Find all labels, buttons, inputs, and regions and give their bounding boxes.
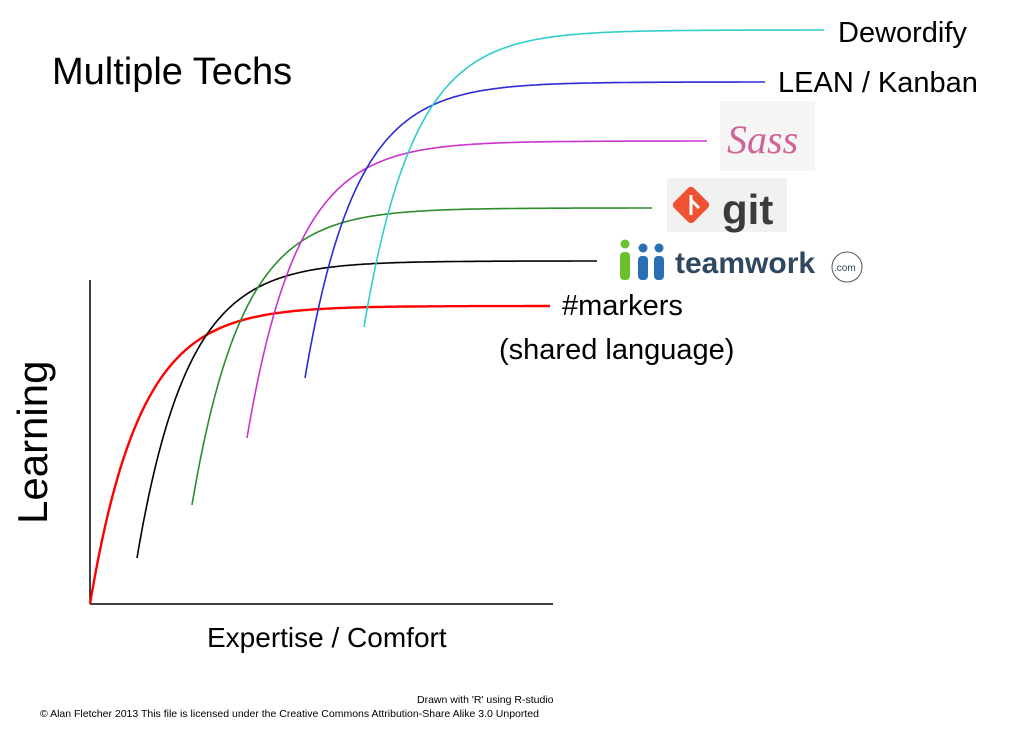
y-axis-label: Learning <box>9 361 56 524</box>
git-logo-text: git <box>722 186 773 233</box>
series-line-sass <box>246 140 707 439</box>
credit-tool: Drawn with 'R' using R-studio <box>417 694 554 706</box>
teamwork-logo: teamwork .com <box>620 239 863 283</box>
teamwork-logo-text: teamwork <box>675 247 815 280</box>
series-line-markers <box>88 304 550 605</box>
sass-logo: Sass <box>720 101 815 171</box>
chart-title: Multiple Techs <box>52 51 292 93</box>
series-line-dewordify <box>363 29 824 328</box>
series-labels: #markers (shared language) teamwork .com git… <box>499 17 978 366</box>
teamwork-person-head-icon <box>654 243 664 253</box>
teamwork-person-body-icon <box>638 256 648 280</box>
credit-license: © Alan Fletcher 2013 This file is licens… <box>40 708 539 720</box>
teamwork-dotcom-text: .com <box>834 263 856 274</box>
teamwork-person-head-icon <box>620 239 630 249</box>
series-label-dewordify: Dewordify <box>838 17 967 49</box>
teamwork-person-body-icon <box>620 252 630 280</box>
teamwork-person-head-icon <box>638 243 648 253</box>
series-label-markers-sub: (shared language) <box>499 334 734 366</box>
teamwork-person-body-icon <box>654 256 664 280</box>
teamwork-dotcom-badge <box>831 251 863 283</box>
series-curves <box>88 29 824 605</box>
series-line-teamwork-com <box>136 260 597 559</box>
sass-logo-background <box>720 101 815 171</box>
git-branch-icon <box>689 198 701 210</box>
series-line-git <box>191 207 652 506</box>
series-label-lean-kanban: LEAN / Kanban <box>778 67 978 99</box>
series-line-lean-kanban <box>304 81 765 379</box>
sass-logo-text: Sass <box>727 117 798 162</box>
series-label-markers: #markers <box>562 290 683 322</box>
git-logo: git <box>667 178 787 233</box>
x-axis-label: Expertise / Comfort <box>207 622 447 653</box>
